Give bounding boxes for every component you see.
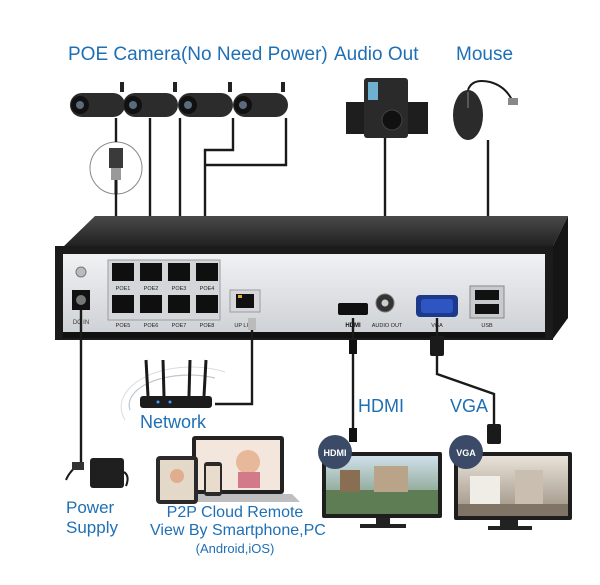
hdmi-badge-text: HDMI [324,448,347,458]
poe2-tag: POE2 [144,286,159,292]
vga-plug-bottom [487,424,501,444]
power-supply-line1: Power [66,498,115,517]
mouse-icon [453,80,518,140]
vga-monitor [454,452,572,530]
rj45-plug-icon [89,141,143,195]
vga-badge-text: VGA [456,448,476,458]
uplink-tag: UP LINK [234,323,256,329]
uplink-plug [248,318,256,330]
poe3-tag: POE3 [172,286,187,292]
camera-icon [178,82,233,117]
p2p-line1: P2P Cloud Remote [166,504,304,521]
router-icon [120,359,226,421]
power-supply-label: Power Supply [66,498,118,538]
usb-port-tag: USB [481,323,493,329]
poe8-tag: POE8 [200,323,215,329]
network-cable [215,322,254,406]
camera-icon [233,82,288,117]
power-adapter-icon [65,458,129,488]
usb-port: USB [469,285,505,329]
poe4-tag: POE4 [200,286,215,292]
hdmi-label: HDMI [358,396,404,416]
hdmi-badge: HDMI [318,435,352,469]
power-supply-line2: Supply [66,518,118,537]
poe5-tag: POE5 [116,323,131,329]
ground-screw [75,266,87,278]
camera-icon [123,82,178,117]
network-label: Network [140,412,207,432]
poe-port-block [107,259,221,321]
audio-out-label: Audio Out [334,44,419,65]
mouse-label: Mouse [456,44,514,65]
hdmi-plug-top [349,340,357,354]
tablet-icon [156,456,198,504]
audio-out-port: AUDIO OUT [372,293,403,329]
poe-camera-label: POE Camera(No Need Power) [68,44,328,65]
poe7-tag: POE7 [172,323,187,329]
uplink-port: UP LINK [229,289,261,329]
camera-icon [70,82,125,117]
speaker-icon [346,78,428,138]
vga-badge: VGA [449,435,483,469]
p2p-line2: View By Smartphone,PC [150,522,326,539]
poe1-tag: POE1 [116,286,131,292]
smartphone-icon [204,462,222,496]
p2p-line3: (Android,iOS) [195,541,275,556]
p2p-remote-label: P2P Cloud Remote View By Smartphone,PC (… [150,504,326,558]
hdmi-plug-bottom [349,428,357,442]
vga-label: VGA [450,396,489,416]
audio-port-tag: AUDIO OUT [372,323,403,329]
poe6-tag: POE6 [144,323,159,329]
vga-plug-top [430,336,444,356]
